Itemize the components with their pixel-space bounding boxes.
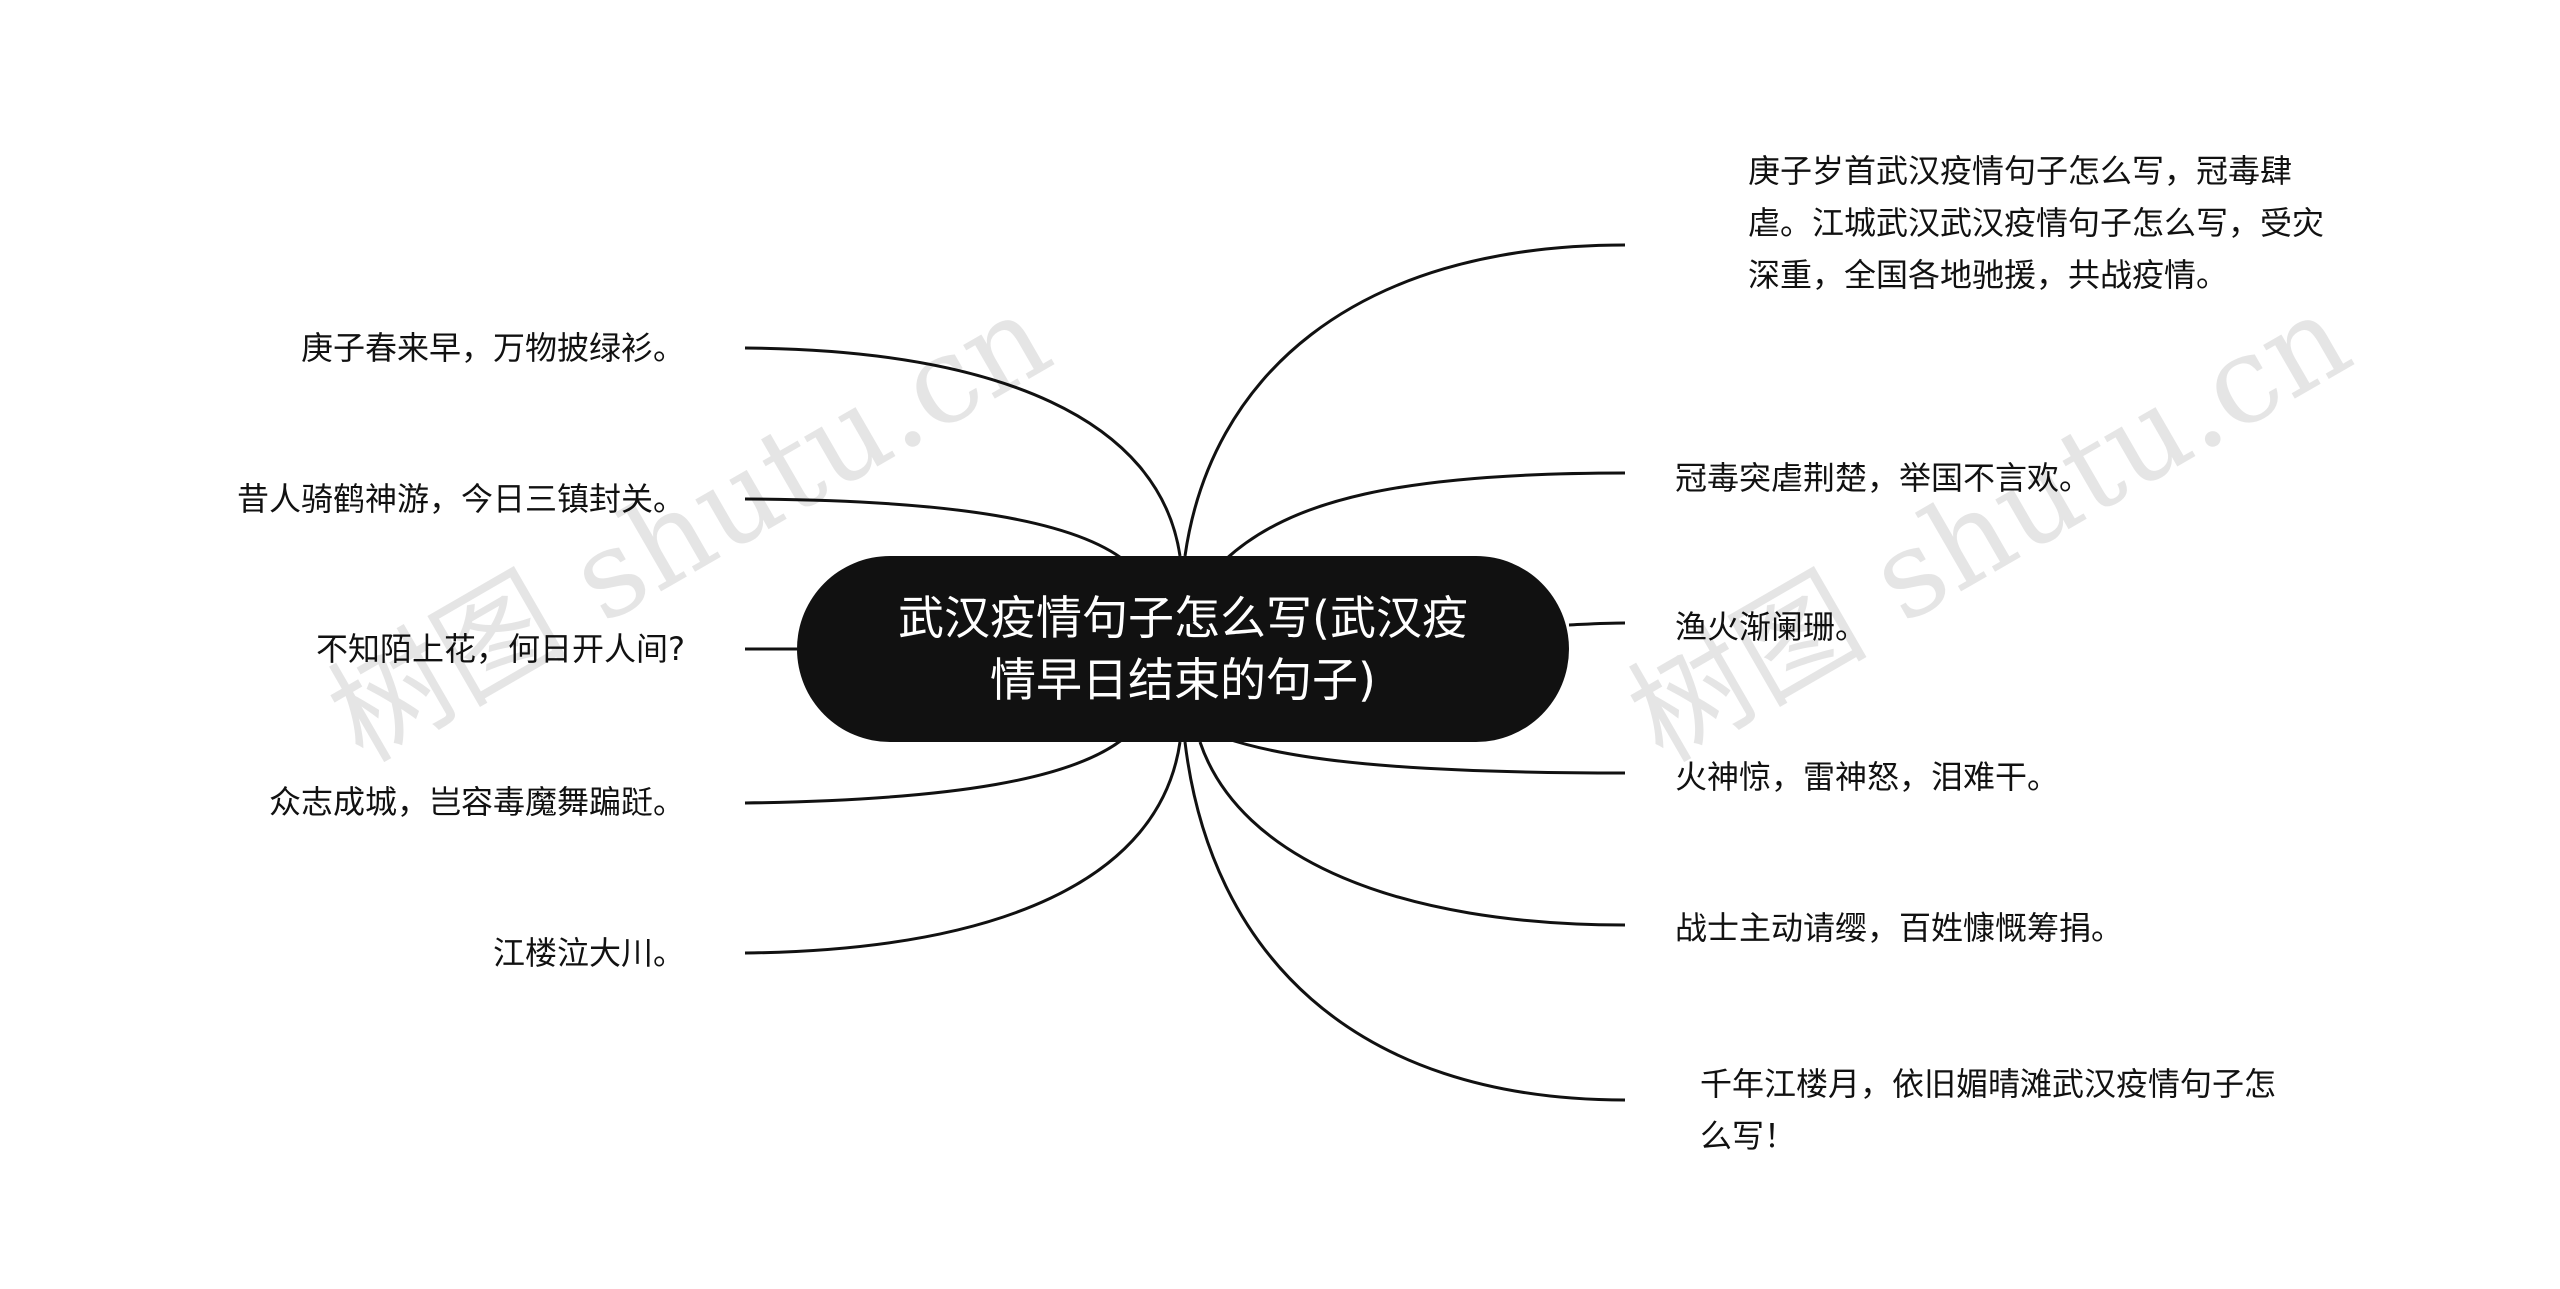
connector-right-4	[1224, 736, 1626, 775]
branch-label: 战士主动请缨，百姓慷慨筹捐。	[1675, 909, 2124, 947]
connector-left-2	[744, 497, 1132, 567]
branch-label: 千年江楼月，依旧媚晴滩武汉疫情句子怎么写！	[1700, 1065, 2277, 1155]
branch-label: 江楼泣大川。	[492, 934, 685, 972]
root-topic[interactable]: 武汉疫情句子怎么写(武汉疫情早日结束的句子)	[797, 556, 1569, 742]
branch-left-4[interactable]: 众志成城，岂容毒魔舞蹁跹。	[269, 776, 685, 828]
connector-right-5	[1198, 741, 1626, 927]
branch-label: 火神惊，雷神怒，泪难干。	[1675, 758, 2060, 796]
branch-left-5[interactable]: 江楼泣大川。	[493, 927, 685, 979]
branch-right-3[interactable]: 渔火渐阑珊。	[1675, 601, 1867, 653]
branch-right-5[interactable]: 战士主动请缨，百姓慷慨筹捐。	[1675, 902, 2123, 954]
connector-left-1	[744, 346, 1182, 557]
branch-right-6[interactable]: 千年江楼月，依旧媚晴滩武汉疫情句子怎么写！	[1700, 1058, 2280, 1162]
branch-right-4[interactable]: 火神惊，雷神怒，泪难干。	[1675, 751, 2059, 803]
connector-left-5	[744, 741, 1182, 955]
branch-label: 昔人骑鹤神游，今日三镇封关。	[236, 480, 685, 518]
root-topic-label: 武汉疫情句子怎么写(武汉疫情早日结束的句子)	[898, 591, 1468, 707]
branch-right-1[interactable]: 庚子岁首武汉疫情句子怎么写，冠毒肆虐。江城武汉武汉疫情句子怎么写，受灾深重，全国…	[1748, 145, 2328, 301]
connector-right-6	[1183, 741, 1626, 1102]
connector-right-3	[1568, 621, 1626, 627]
branch-left-2[interactable]: 昔人骑鹤神游，今日三镇封关。	[237, 473, 685, 525]
branch-label: 庚子春来早，万物披绿衫。	[300, 329, 685, 367]
connector-right-2	[1223, 471, 1626, 562]
branch-right-2[interactable]: 冠毒突虐荆楚，举国不言欢。	[1675, 452, 2091, 504]
branch-left-3[interactable]: 不知陌上花，何日开人间?	[316, 623, 685, 675]
branch-left-1[interactable]: 庚子春来早，万物披绿衫。	[301, 322, 685, 374]
branch-label: 众志成城，岂容毒魔舞蹁跹。	[268, 783, 685, 821]
branch-label: 庚子岁首武汉疫情句子怎么写，冠毒肆虐。江城武汉武汉疫情句子怎么写，受灾深重，全国…	[1748, 152, 2325, 294]
branch-label: 冠毒突虐荆楚，举国不言欢。	[1675, 459, 2092, 497]
connector-right-1	[1183, 243, 1626, 557]
branch-label: 不知陌上花，何日开人间?	[316, 630, 685, 668]
branch-label: 渔火渐阑珊。	[1675, 608, 1868, 646]
connector-left-4	[744, 731, 1132, 805]
